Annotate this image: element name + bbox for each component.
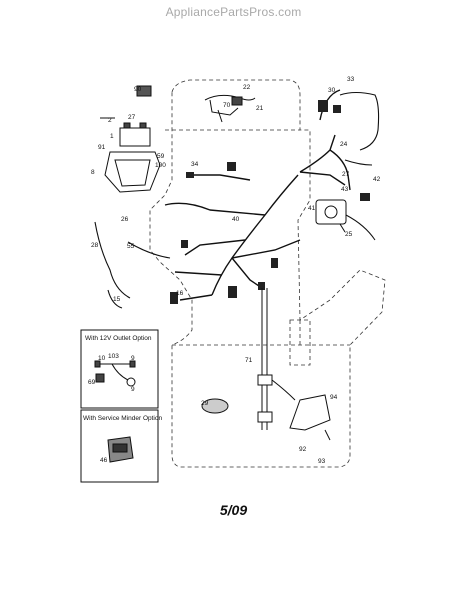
site-watermark: AppliancePartsPros.com	[165, 5, 302, 19]
inset-title: With 12V Outlet Option	[85, 335, 152, 342]
callout-label: 1	[110, 133, 114, 140]
callout-label: 29	[201, 400, 209, 407]
callout-label: 10	[98, 355, 106, 362]
callout-label: 28	[91, 242, 99, 249]
callout-label: 100	[155, 162, 166, 169]
harness-connectors	[170, 100, 370, 304]
seat-harness	[201, 288, 331, 441]
callout-label: 22	[243, 84, 251, 91]
callout-label: 16	[176, 290, 184, 297]
callout-label: 59	[157, 153, 165, 160]
callout-label: 43	[341, 186, 349, 193]
callout-label: 27	[342, 171, 350, 178]
callout-label: 30	[328, 87, 336, 94]
inset-12v-outlet: With 12V Outlet Option 103 69 10 9 9	[80, 329, 159, 409]
inset-service-minder: With Service Minder Option 46	[80, 409, 162, 483]
callout-label: 27	[128, 114, 136, 121]
callout-label: 91	[98, 144, 106, 151]
callout-label: 94	[330, 394, 338, 401]
callout-label: 92	[299, 446, 307, 453]
callout-label: 41	[308, 205, 316, 212]
main-harness	[164, 89, 351, 301]
callout-label: 46	[100, 457, 108, 464]
callout-label: 103	[108, 353, 119, 360]
callout-label: 70	[223, 102, 231, 109]
callout-label: 33	[347, 76, 355, 83]
callout-label: 40	[232, 216, 240, 223]
callout-label: 25	[345, 231, 353, 238]
callout-label: 93	[318, 458, 326, 465]
callout-label: 21	[256, 105, 264, 112]
callout-label: 69	[88, 379, 96, 386]
callout-label: 55	[127, 243, 135, 250]
inset-title: With Service Minder Option	[83, 415, 162, 422]
callout-label: 2	[108, 117, 112, 124]
callout-label: 9	[131, 386, 135, 393]
callout-label: 42	[373, 176, 381, 183]
callout-label: 15	[113, 296, 121, 303]
callout-label: 8	[91, 169, 95, 176]
callout-label: 9	[131, 355, 135, 362]
callout-labels: 90 22 33 30 2 27 1 70 21 91 59 100 34 8 …	[91, 76, 381, 465]
tractor-outline	[149, 79, 386, 468]
battery-cables	[94, 91, 380, 309]
callout-label: 34	[191, 161, 199, 168]
callout-label: 24	[340, 141, 348, 148]
battery-group	[100, 85, 161, 193]
solenoid	[315, 199, 376, 241]
diagram-date: 5/09	[219, 502, 248, 518]
callout-label: 90	[134, 86, 142, 93]
callout-label: 26	[121, 216, 129, 223]
callout-label: 71	[245, 357, 253, 364]
rear-harness-group	[204, 94, 256, 123]
